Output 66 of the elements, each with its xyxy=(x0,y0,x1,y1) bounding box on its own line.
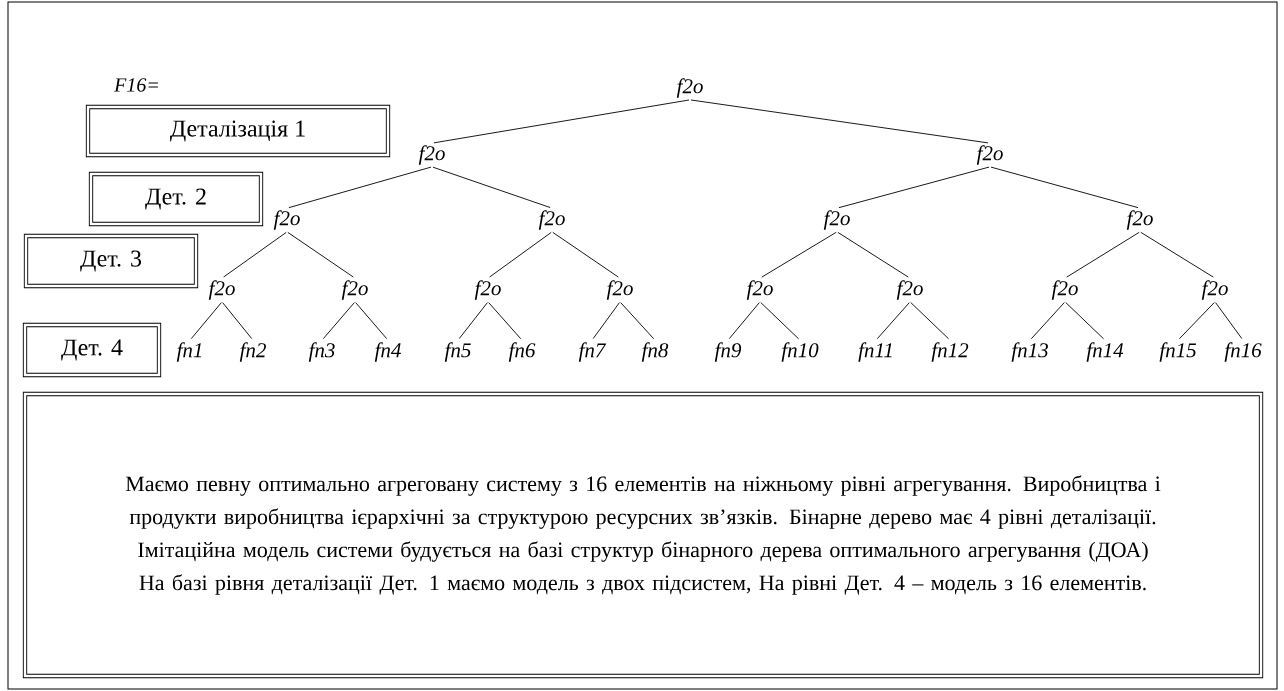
tree-label: fn8 xyxy=(641,342,669,362)
tree-line xyxy=(1065,302,1104,340)
tree-label: f2o xyxy=(208,280,235,300)
tree-label: fn9 xyxy=(714,342,742,362)
tree-line xyxy=(1140,231,1214,278)
tree-label: f2o xyxy=(1126,210,1153,230)
tree-line xyxy=(761,231,837,278)
tree-line xyxy=(433,99,690,144)
tree-label: f2o xyxy=(1201,280,1228,300)
tree-line xyxy=(322,302,355,340)
tree-line xyxy=(1215,302,1243,339)
tree-label: f2o xyxy=(896,280,923,300)
tree-label: f2o xyxy=(606,280,633,300)
tree-label: fn10 xyxy=(781,342,819,362)
tree-line xyxy=(910,302,950,340)
tree-label: fn5 xyxy=(444,342,471,362)
tree-line xyxy=(287,231,354,278)
tree-label: f2o xyxy=(273,210,300,230)
tree-line xyxy=(1066,231,1140,278)
tree-line xyxy=(990,166,1139,209)
tree-line xyxy=(355,302,388,340)
tree-label: fn3 xyxy=(308,342,335,362)
tree-label: fn7 xyxy=(578,342,607,362)
tree-line xyxy=(489,231,552,278)
tree-label: f2o xyxy=(976,145,1003,165)
tree-label: fn2 xyxy=(239,342,266,362)
tree-label: f2o xyxy=(746,280,773,300)
level-box: Дет. 4 xyxy=(22,322,162,378)
description-box: Маємо певну оптимально агреговану систему з 16 елементів на ніжньому рівні агрегування. Виробництва і продукти виробництва ієрархічні за структурою ресурсних зв’язків. Бінарне дерево має 4 рівні деталізації. Імітаційна модель системи будується на базі структур бінарного дерева оптимального агрегування (ДОА) На базі рівня деталізації Дет. 1 маємо модель з двох підсистем, На рівні Дет. 4 – модель з 16 елементів. xyxy=(22,391,1264,679)
tree-line xyxy=(876,302,910,340)
tree-label: fn11 xyxy=(858,342,892,362)
level-box: Дет. 2 xyxy=(88,171,264,227)
tree-line xyxy=(552,231,619,278)
tree-label: fn4 xyxy=(374,342,401,362)
tree-label: fn16 xyxy=(1224,342,1262,362)
tree-label: f2o xyxy=(474,280,501,300)
tree-line xyxy=(837,231,909,278)
tree-label: f2o xyxy=(418,145,445,165)
tree-line xyxy=(288,166,432,209)
level-box: Дет. 3 xyxy=(23,233,199,289)
tree-label: fn1 xyxy=(176,342,202,362)
tree-line xyxy=(760,302,800,340)
tree-line xyxy=(728,302,760,340)
tree-label: f2o xyxy=(341,280,368,300)
tree-line xyxy=(222,302,253,340)
tree-label: fn13 xyxy=(1011,342,1048,362)
tree-label: f2o xyxy=(538,210,565,230)
tree-label: f2o xyxy=(823,210,850,230)
tree-line xyxy=(1178,302,1215,340)
tree-label: fn15 xyxy=(1159,342,1197,362)
tree-line xyxy=(690,99,989,144)
tree-line xyxy=(488,302,522,340)
tree-label: f2o xyxy=(1051,280,1078,300)
tree-label: fn12 xyxy=(931,342,969,362)
tree-line xyxy=(838,166,990,209)
tree-label: fn6 xyxy=(508,342,536,362)
tree-line xyxy=(223,231,287,278)
level-box: Деталізація 1 xyxy=(85,104,391,158)
tree-line xyxy=(1030,302,1065,340)
tree-line xyxy=(432,166,551,208)
tree-line xyxy=(620,302,655,340)
tree-label: fn14 xyxy=(1086,342,1124,362)
tree-line xyxy=(190,302,222,340)
tree-label: f2o xyxy=(676,78,703,98)
tree-line xyxy=(458,302,488,340)
tree-line xyxy=(592,302,620,339)
